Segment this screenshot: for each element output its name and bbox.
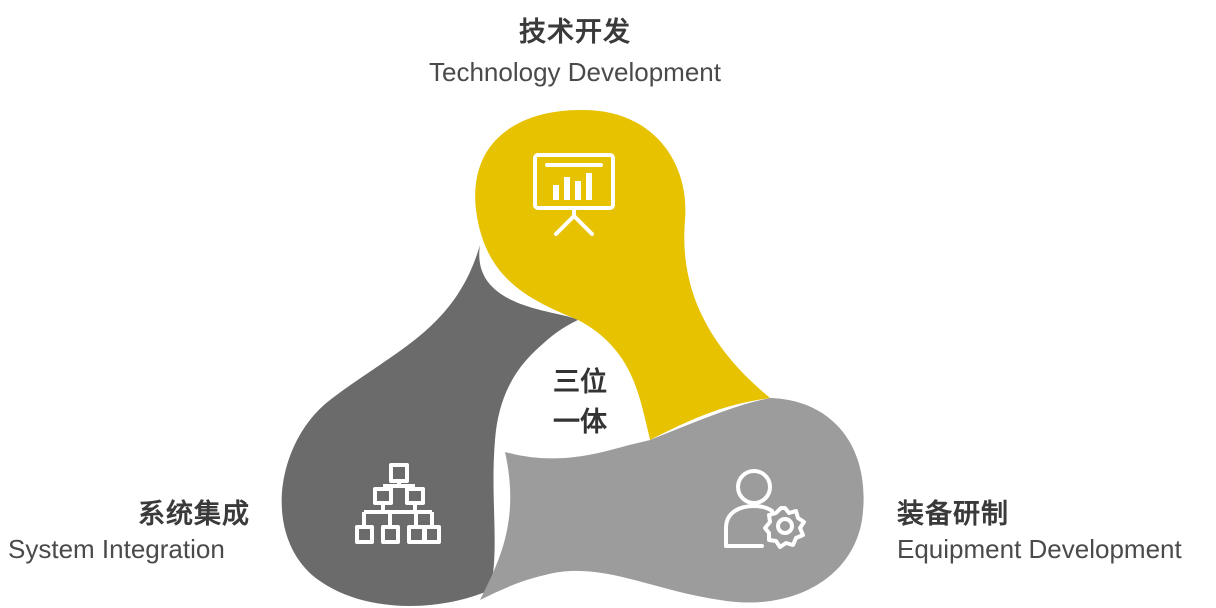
segment-technology-development [475,109,770,440]
system-integration-zh: 系统集成 [138,499,250,530]
title-en: Technology Development [429,57,721,87]
user-gear-icon [724,469,806,549]
center-line-1: 三位 [553,367,607,398]
center-line-2: 一体 [553,407,607,438]
hierarchy-icon [355,463,441,544]
segment-equipment-development [480,398,864,603]
presentation-chart-icon [533,153,615,236]
title-zh: 技术开发 [519,17,631,48]
equipment-development-zh: 装备研制 [897,499,1009,530]
equipment-development-en: Equipment Development [897,534,1182,564]
center-core [503,320,650,455]
segment-system-integration [281,245,578,606]
center-label: 三位 一体 [540,363,620,443]
system-integration-en: System Integration [8,534,225,564]
